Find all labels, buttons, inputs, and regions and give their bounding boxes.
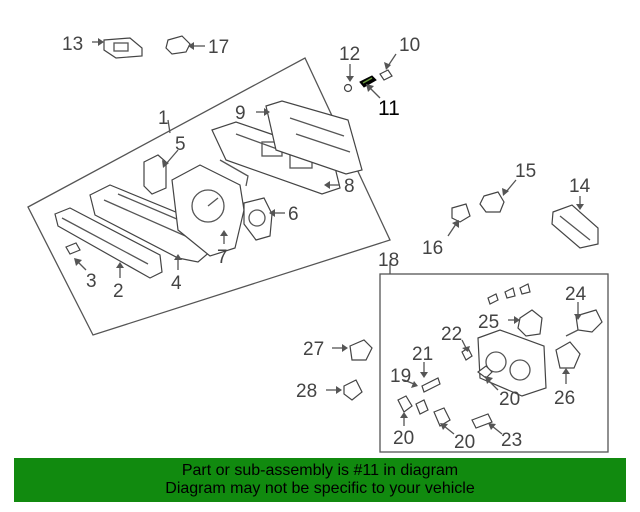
cluster-lens-part (54, 207, 163, 279)
display-module-part (551, 204, 599, 249)
callout-25: 24 (565, 284, 587, 305)
switch-15-part (479, 191, 505, 213)
bulb-28-part (349, 339, 373, 361)
callout-26: 25 (478, 312, 499, 333)
callout-23: 22 (441, 324, 462, 345)
callout-7: 7 (217, 247, 228, 268)
callout-22: 21 (412, 344, 433, 365)
callout-21: 20 (499, 389, 520, 410)
callout-20-second: 20 (454, 432, 475, 453)
callout-6: 6 (288, 204, 299, 225)
bulb-part (379, 69, 393, 81)
tach-gauge-part (243, 197, 273, 241)
callout-3: 3 (86, 271, 97, 292)
bulb-29-part (343, 379, 363, 401)
callout-13: 13 (62, 34, 83, 55)
callout-4: 4 (171, 273, 182, 294)
leader-lines (74, 38, 584, 435)
callout-27: 26 (554, 388, 575, 409)
cluster-assembly-frame (27, 57, 391, 336)
callout-1: 1 (158, 108, 169, 129)
callout-2: 2 (113, 281, 124, 302)
callout-18: 18 (378, 250, 399, 271)
banner-line-part-info: Part or sub-assembly is #11 in diagram (181, 462, 459, 479)
banner-line-disclaimer: Diagram may not be specific to your vehi… (165, 480, 475, 497)
warning-housing-part (143, 154, 167, 195)
callout-11: 11 (378, 97, 400, 120)
callout-19: 19 (390, 366, 411, 387)
control-subassembly-frame (379, 273, 609, 453)
callout-17: 17 (208, 37, 229, 58)
callout-12: 12 (339, 44, 360, 65)
switch-panel-part (103, 37, 143, 59)
knob-26-part (517, 309, 543, 337)
callout-28: 27 (303, 339, 324, 360)
connector-part (165, 35, 191, 55)
callout-16: 16 (422, 238, 443, 259)
parts-diagram: 13 17 12 10 11 9 1 5 8 6 7 4 2 3 15 14 1… (27, 34, 609, 453)
circuit-board-part (265, 100, 363, 175)
callout-29: 28 (296, 381, 317, 402)
highlighted-part-11 (359, 75, 377, 88)
callout-14: 14 (569, 176, 591, 197)
control-panel-part (477, 329, 547, 397)
switch-25-part (565, 309, 603, 337)
lens-clip-part (65, 242, 81, 255)
knob-27-part (555, 341, 581, 369)
callout-9: 9 (235, 103, 246, 124)
callout-20: 20 (393, 428, 414, 449)
info-banner: Part or sub-assembly is #11 in diagram D… (14, 458, 626, 502)
callout-15: 15 (515, 161, 536, 182)
bulb-socket-part (343, 83, 353, 93)
switch-16-part (451, 203, 471, 223)
callout-8: 8 (344, 176, 355, 197)
callout-24: 23 (501, 430, 522, 451)
callout-5: 5 (175, 134, 186, 155)
callout-10: 10 (399, 35, 420, 56)
